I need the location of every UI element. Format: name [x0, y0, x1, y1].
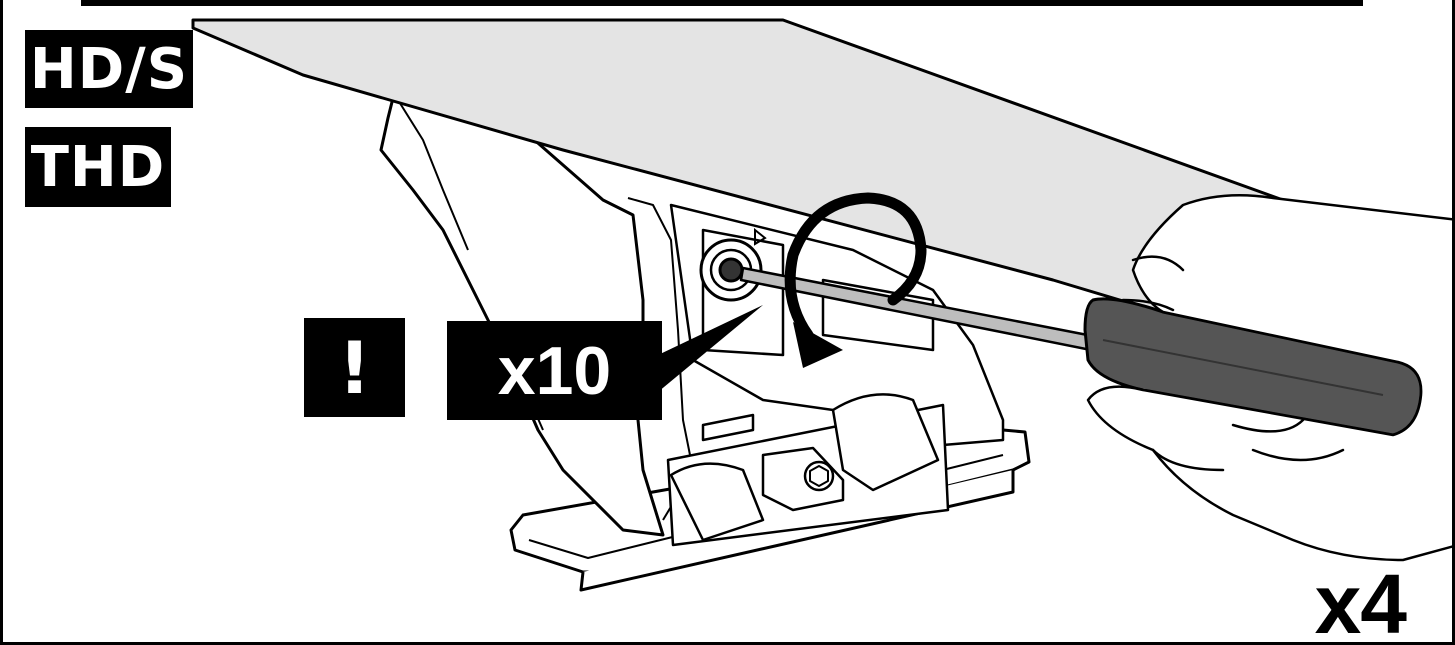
warning-badge: ! — [304, 318, 405, 417]
top-rule — [81, 0, 1363, 6]
turns-callout: x10 — [447, 321, 662, 420]
hand-illustration — [1086, 194, 1452, 562]
clockwise-rotation-arrow-icon — [784, 192, 927, 368]
quantity-label: x4 — [1314, 557, 1407, 645]
warning-icon: ! — [338, 325, 371, 410]
model-badge-thd-text: THD — [30, 134, 166, 200]
turns-count: x10 — [497, 332, 612, 409]
model-badge-thd: THD — [25, 127, 171, 207]
callout-pointer — [658, 305, 763, 392]
model-badge-hds: HD/S — [25, 30, 193, 108]
screwdriver-icon — [739, 266, 1423, 437]
model-badge-hds-text: HD/S — [29, 36, 189, 102]
assembly-illustration — [191, 18, 1452, 592]
